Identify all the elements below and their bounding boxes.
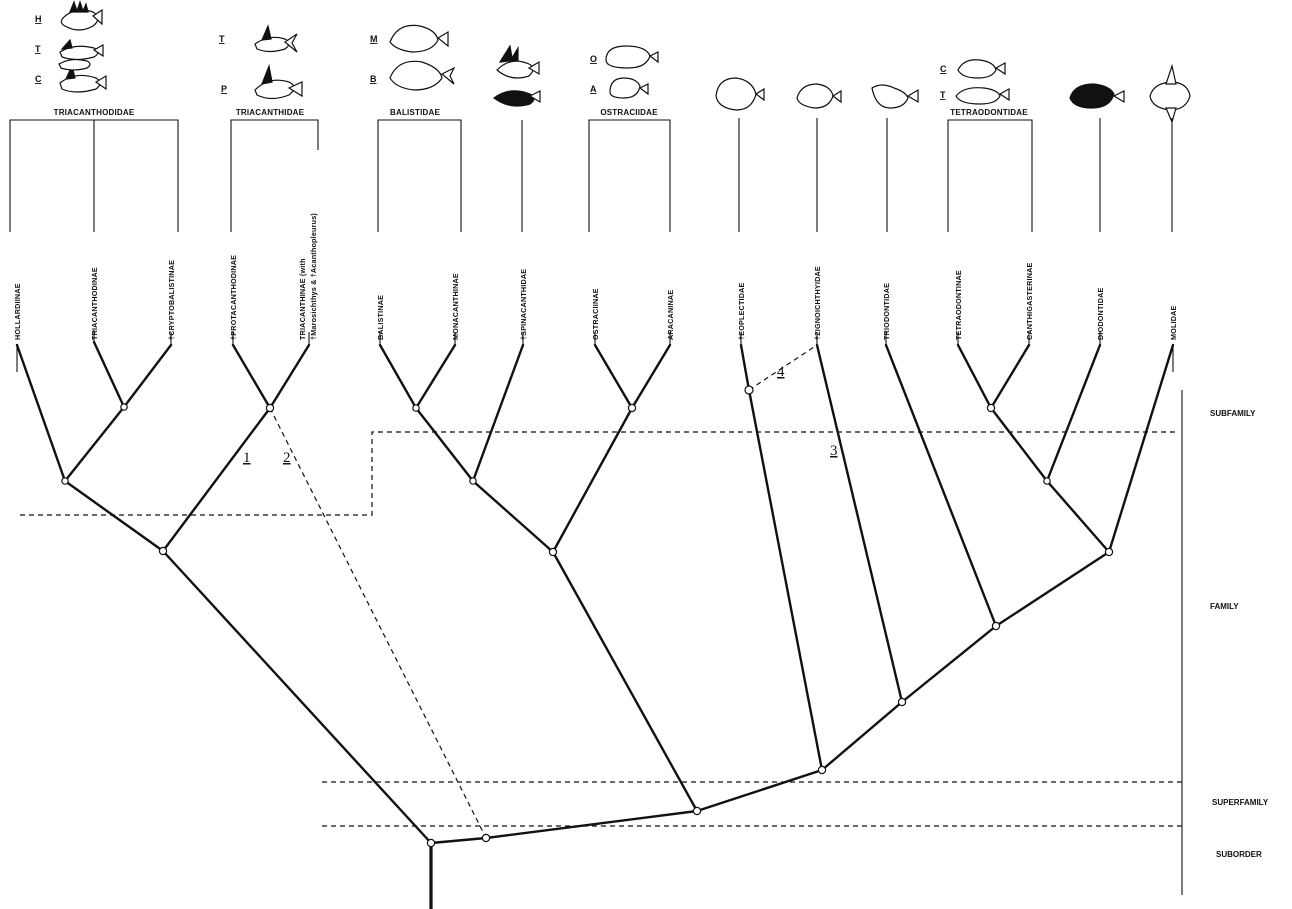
taxon-label-triacanthinae-genera: †Marosichthys & †Acanthopleurus) <box>309 213 318 340</box>
fish-letter-t: T <box>35 44 41 54</box>
fish-icon <box>796 83 842 109</box>
fish-icon <box>1069 83 1125 109</box>
subfamily-boundary <box>20 431 1178 516</box>
taxon-label-tetraodontinae: TETRAODONTINAE <box>954 270 963 340</box>
tree-nodes <box>61 385 1114 848</box>
bracket-tetraodontidae <box>947 119 1033 232</box>
fish-letter-c: C <box>940 64 947 74</box>
fish-icon <box>389 24 449 53</box>
family-label-ostraciidae: OSTRACIIDAE <box>600 108 658 117</box>
taxon-label-protacanthodinae: †PROTACANTHODINAE <box>229 255 238 340</box>
fish-letter-p: P <box>221 84 227 94</box>
fish-icon <box>609 77 649 99</box>
fish-icons <box>58 0 1191 124</box>
taxon-label-triacanthodinae: TRIACANTHODINAE <box>90 267 99 340</box>
fish-icon <box>955 87 1010 105</box>
fish-icon <box>254 63 303 100</box>
marker-1: 1 <box>243 450 251 466</box>
fish-letters: H T C T P M B O A C T <box>35 14 947 100</box>
rank-label-family: FAMILY <box>1210 602 1239 611</box>
rank-boundaries <box>20 390 1183 895</box>
taxon-label-canthigasterinae: CANTHIGASTERINAE <box>1025 263 1034 340</box>
taxon-labels: HOLLARDIINAE TRIACANTHODINAE †CRYPTOBALI… <box>13 213 1178 340</box>
taxon-stems <box>521 118 1173 232</box>
family-label-balistidae: BALISTIDAE <box>390 108 440 117</box>
fossil-connectors <box>269 344 818 839</box>
marker-4: 4 <box>777 364 785 380</box>
fish-icon <box>605 45 659 69</box>
taxon-label-eoplectidae: †EOPLECTIDAE <box>737 282 746 340</box>
family-label-tetraodontidae: TETRAODONTIDAE <box>950 108 1028 117</box>
taxon-label-spinacanthidae: †SPINACANTHIDAE <box>519 269 528 340</box>
tree-branches <box>15 340 1175 909</box>
family-label-triacanthodidae: TRIACANTHODIDAE <box>54 108 135 117</box>
taxon-label-triodontidae: TRIODONTIDAE <box>882 283 891 340</box>
rank-labels: SUBFAMILY FAMILY SUPERFAMILY SUBORDER <box>1210 409 1269 859</box>
rank-label-subfamily: SUBFAMILY <box>1210 409 1256 418</box>
taxon-label-molidae: MOLIDAE <box>1169 305 1178 340</box>
fish-icon <box>58 58 107 93</box>
taxon-label-aracaninae: ARACANINAE <box>666 290 675 340</box>
family-labels: TRIACANTHODIDAE TRIACANTHIDAE BALISTIDAE… <box>54 108 1028 117</box>
taxon-label-balistinae: BALISTINAE <box>376 295 385 340</box>
taxon-label-cryptobalistinae: †CRYPTOBALISTINAE <box>167 260 176 340</box>
fish-icon <box>254 24 298 53</box>
bracket-triacanthidae <box>230 119 319 232</box>
marker-3: 3 <box>830 443 838 459</box>
taxon-label-hollardiinae: HOLLARDIINAE <box>13 283 22 340</box>
fish-icon <box>957 59 1006 79</box>
rank-label-suborder: SUBORDER <box>1216 850 1262 859</box>
fish-letter-b: B <box>370 74 377 84</box>
taxon-label-diodontidae: DIODONTIDAE <box>1096 287 1105 340</box>
bracket-ostraciidae <box>588 119 671 232</box>
fish-letter-a: A <box>590 84 597 94</box>
rank-label-superfamily: SUPERFAMILY <box>1212 798 1269 807</box>
fish-icon <box>496 44 540 79</box>
fish-icon <box>1149 63 1191 124</box>
fish-letter-m: M <box>370 34 378 44</box>
fish-letter-t: T <box>219 34 225 44</box>
numbered-markers: 1 2 3 4 <box>243 364 838 466</box>
bracket-balistidae <box>377 119 462 232</box>
family-brackets <box>9 119 1033 232</box>
taxon-label-zignoichthyidae: †ZIGNOICHTHYIDAE <box>813 266 822 340</box>
fish-icon <box>715 77 765 111</box>
tip-connectors <box>16 330 1174 372</box>
fish-letter-t: T <box>940 90 946 100</box>
fish-icon <box>492 90 541 107</box>
fish-icon <box>60 0 103 31</box>
marker-2: 2 <box>283 450 291 466</box>
fish-letter-h: H <box>35 14 42 24</box>
taxon-label-ostraciinae: OSTRACIINAE <box>591 288 600 340</box>
taxon-label-triacanthinae: TRIACANTHINAE (with <box>298 258 307 340</box>
taxon-label-monacanthinae: MONACANTHINAE <box>451 273 460 340</box>
fish-icon <box>389 60 456 91</box>
fish-icon <box>871 84 919 109</box>
fish-letter-c: C <box>35 74 42 84</box>
fish-icon <box>59 38 104 61</box>
family-label-triacanthidae: TRIACANTHIDAE <box>236 108 305 117</box>
bracket-triacanthodidae <box>9 119 179 232</box>
fish-letter-o: O <box>590 54 597 64</box>
